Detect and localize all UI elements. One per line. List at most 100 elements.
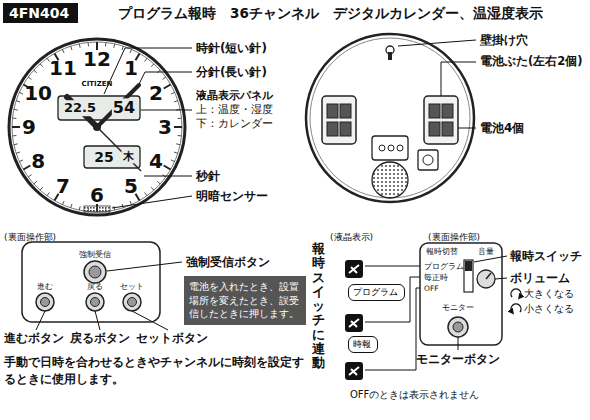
tick-mark xyxy=(14,143,18,145)
lcd-indicator: プログラム xyxy=(348,284,405,301)
label-text: 進むボタン xyxy=(4,332,64,346)
tick-mark xyxy=(16,101,20,102)
tick-mark xyxy=(34,181,37,184)
label-text: (液晶表示) xyxy=(330,232,373,243)
label-text: CITIZEN xyxy=(82,80,113,88)
label-text: 手動で日時を合わせるときやチャンネルに時刻を設定するときに使用します。 xyxy=(4,354,304,389)
label-text: 電池ぶた(左右2個) xyxy=(480,55,583,69)
label-text: 5 xyxy=(124,174,138,198)
tick-mark xyxy=(164,85,171,89)
label-text: OFF xyxy=(424,284,439,293)
tick-mark xyxy=(171,92,175,94)
label-text: 液晶表示パネル xyxy=(196,89,273,102)
tick-mark xyxy=(23,166,30,170)
info-box: 電池を入れたとき、設置場所を変えたとき、誤受信したときに押します。 xyxy=(184,276,306,325)
tick-mark xyxy=(47,193,49,196)
model-badge: 4FN404 xyxy=(3,3,78,23)
tick-mark xyxy=(178,118,182,119)
tick-mark xyxy=(19,160,23,162)
label-text: 報時切替 xyxy=(426,247,458,257)
tick-mark xyxy=(34,70,37,73)
label-text: 2 xyxy=(149,81,163,105)
tick-mark xyxy=(176,143,180,145)
label-text: 分針(長い針) xyxy=(196,65,267,79)
label-text: 3 xyxy=(158,115,172,139)
label-text: 戻るボタン xyxy=(70,332,130,346)
tick-mark xyxy=(40,64,43,67)
label-text: 9 xyxy=(22,115,36,139)
label-text: 4 xyxy=(149,149,163,173)
rear-buttons xyxy=(22,242,160,322)
tick-mark xyxy=(19,92,23,94)
label-text: 12 xyxy=(83,47,111,71)
label-text: 壁掛け穴 xyxy=(480,33,528,47)
node-text: プログラム xyxy=(353,286,398,299)
tick-mark xyxy=(122,46,123,50)
label-text: 強制受信 xyxy=(79,250,111,260)
label-text: 強制受信ボタン xyxy=(186,255,270,269)
label-text: モニターボタン xyxy=(416,352,500,366)
label-text: 1 xyxy=(124,56,138,80)
tick-mark xyxy=(28,77,31,79)
label-text: 木 xyxy=(122,150,135,163)
tick-mark xyxy=(178,135,182,136)
label-text: 毎正時 xyxy=(424,273,448,282)
tick-mark xyxy=(151,64,154,67)
label-text: 電池4個 xyxy=(480,121,524,135)
lcd-indicator: 時報 xyxy=(348,336,378,353)
tick-mark xyxy=(13,118,17,119)
tick-mark xyxy=(12,126,20,128)
tick-mark xyxy=(163,77,166,79)
tick-mark xyxy=(88,43,89,47)
tick-mark xyxy=(71,204,72,208)
label-text: 下：カレンダー xyxy=(196,117,273,130)
label-text: ボリューム xyxy=(510,271,570,285)
label-text: 時針(短い針) xyxy=(196,41,267,55)
tick-mark xyxy=(151,187,154,190)
label-text: 上：温度・湿度 xyxy=(196,103,273,116)
tick-mark xyxy=(13,135,17,136)
clock-back xyxy=(306,34,474,202)
tick-mark xyxy=(145,58,147,61)
label-text: セットボタン xyxy=(136,332,208,346)
label-text: 22.5 xyxy=(63,100,97,116)
tick-mark xyxy=(164,166,171,170)
label-text: 報時スイッチに連動 xyxy=(312,242,325,371)
label-text: OFFのときは表示されません xyxy=(350,389,479,401)
label-text: 6 xyxy=(90,183,104,207)
label-text: 明暗センサー xyxy=(196,189,268,203)
tick-mark xyxy=(71,46,72,50)
clock-front xyxy=(9,39,185,215)
label-text: プログラム xyxy=(424,262,464,271)
label-text: 54 xyxy=(112,98,136,117)
label-text: 小さくなる xyxy=(524,303,574,315)
tick-mark xyxy=(174,126,182,128)
tick-mark xyxy=(130,201,132,205)
tick-mark xyxy=(79,206,81,210)
tick-mark xyxy=(14,109,18,111)
tick-mark xyxy=(40,187,43,190)
tick-mark xyxy=(113,44,115,48)
title-text: プログラム報時 36チャンネル デジタルカレンダー、温湿度表示 xyxy=(118,5,543,21)
tick-mark xyxy=(105,43,106,47)
tick-mark xyxy=(157,181,160,184)
tick-mark xyxy=(171,160,175,162)
label-text: 25 xyxy=(93,149,114,166)
tick-mark xyxy=(62,49,64,53)
label-text: モニター xyxy=(442,303,474,313)
label-text: 7 xyxy=(56,174,70,198)
label-text: (裏面操作部) xyxy=(4,232,56,243)
node-text: 電池を入れたとき、設置場所を変えたとき、誤受信したときに押します。 xyxy=(189,280,301,321)
label-text: 大きくなる xyxy=(524,288,574,300)
label-text: 音量 xyxy=(478,247,494,257)
tick-mark xyxy=(130,49,132,53)
node-text: 4FN404 xyxy=(9,5,69,21)
tick-mark xyxy=(174,101,178,102)
label-text: 戻る xyxy=(87,282,103,292)
node-text: 時報 xyxy=(353,338,371,351)
label-text: 8 xyxy=(31,149,45,173)
switch-panel xyxy=(420,243,502,345)
leader-lines xyxy=(104,48,192,208)
tick-mark xyxy=(47,58,49,61)
